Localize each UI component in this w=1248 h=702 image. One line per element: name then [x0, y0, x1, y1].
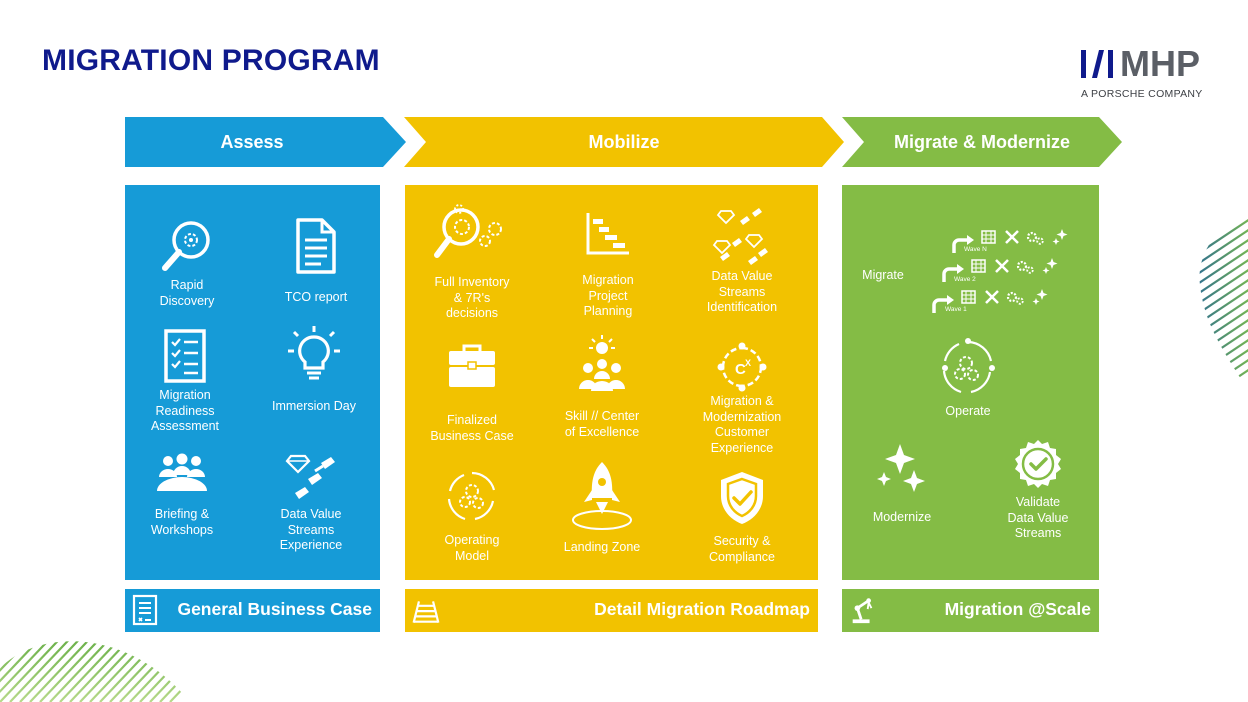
operate-label: Operate: [945, 404, 991, 418]
robot-arm-icon: [852, 598, 873, 624]
assess-item-data-value-streams-experience: Data Value Streams Experience: [246, 453, 376, 554]
svg-text:X: X: [745, 358, 751, 368]
migrate-modernize-panel: Migrate: [842, 185, 1099, 580]
migrate-label: Migrate: [862, 268, 904, 282]
validate-label: Validate Data Value Streams: [1007, 495, 1069, 540]
footer-label-detail-migration-roadmap: Detail Migration Roadmap: [594, 599, 810, 619]
wave-n-label: Wave N: [964, 246, 987, 253]
shield-check-icon: [721, 472, 763, 524]
rocket-icon: [572, 462, 632, 530]
assess-item-rapid-discovery: Rapid Discovery: [122, 218, 252, 309]
checklist-icon: [164, 329, 206, 383]
wave-2-label: Wave 2: [954, 276, 976, 283]
assess-label-data-value-streams-experience: Data Value Streams Experience: [279, 507, 343, 552]
logo-wordmark: MHP: [1120, 43, 1200, 84]
mobilize-label-landing-zone: Landing Zone: [563, 540, 641, 554]
phase-label-mobilize: Mobilize: [588, 132, 660, 152]
magnifier-gear-icon: [162, 221, 210, 271]
footer-label-general-business-case: General Business Case: [177, 599, 372, 619]
footer-detail-migration-roadmap: Detail Migration Roadmap: [405, 589, 818, 632]
assess-item-tco-report: TCO report: [251, 218, 381, 306]
mobilize-label-security-compliance: Security & Compliance: [708, 534, 775, 564]
mobilize-label-finalized-business-case: Finalized Business Case: [430, 413, 514, 443]
migrate-item-validate: Validate Data Value Streams: [973, 439, 1103, 542]
assess-panel: Rapid Discovery TCO report Migration Rea…: [125, 185, 380, 580]
mobilize-item-operating-model: Operating Model: [407, 469, 537, 564]
page-title: MIGRATION PROGRAM: [42, 44, 380, 77]
mobilize-label-customer-experience: Migration & Modernization Customer Exper…: [702, 394, 782, 455]
assess-label-tco-report: TCO report: [284, 290, 348, 304]
footer-migration-at-scale: Migration @Scale: [842, 589, 1099, 632]
mobilize-item-data-value-identification: Data Value Streams Identification: [677, 207, 807, 316]
document-icon: [296, 218, 336, 274]
mobilize-panel: Full Inventory & 7R's decisions Migratio…: [405, 185, 818, 580]
mobilize-label-center-of-excellence: Skill // Center of Excellence: [564, 409, 640, 439]
migration-waves-graphic: [932, 229, 1068, 313]
diamond-stream-icon: [285, 454, 335, 499]
diamond-streams-icon: [712, 208, 768, 265]
assess-label-briefing-workshops: Briefing & Workshops: [150, 507, 214, 537]
badge-check-icon: [1015, 440, 1061, 488]
mobilize-label-operating-model: Operating Model: [444, 533, 500, 563]
phase-label-assess: Assess: [220, 132, 284, 152]
migrate-item-label: Migrate: [842, 264, 924, 284]
mobilize-label-data-value-identification: Data Value Streams Identification: [706, 269, 778, 314]
mobilize-item-finalized-business-case: Finalized Business Case: [407, 343, 537, 444]
sparkles-icon: [877, 444, 925, 492]
wave-1-label: Wave 1: [945, 306, 967, 313]
assess-label-rapid-discovery: Rapid Discovery: [159, 278, 215, 308]
logo-tagline: A PORSCHE COMPANY: [1081, 88, 1203, 100]
phase-arrow-assess: Assess: [125, 117, 407, 167]
mobilize-item-landing-zone: Landing Zone: [537, 460, 667, 556]
footer-general-business-case: General Business Case: [125, 589, 380, 632]
assess-item-briefing-workshops: Briefing & Workshops: [117, 453, 247, 538]
modernize-label: Modernize: [872, 510, 932, 524]
document-list-icon: [132, 594, 158, 626]
svg-text:C: C: [735, 361, 746, 378]
lightbulb-icon: [288, 326, 340, 380]
gantt-icon: [586, 213, 629, 255]
group-icon: [157, 453, 207, 491]
migrate-item-operate: Operate: [903, 338, 1033, 420]
team-star-icon: [579, 335, 625, 391]
gears-cycle-icon: [447, 471, 496, 521]
rail-track-icon: [412, 601, 440, 623]
mobilize-item-full-inventory: Full Inventory & 7R's decisions: [407, 203, 537, 322]
phase-arrow-mobilize: Mobilize: [404, 117, 845, 167]
assess-item-immersion-day: Immersion Day: [249, 325, 379, 415]
phase-label-migrate-modernize: Migrate & Modernize: [893, 132, 1071, 152]
mhp-logo: MHP A PORSCHE COMPANY: [1080, 43, 1210, 106]
mobilize-item-center-of-excellence: Skill // Center of Excellence: [537, 333, 667, 440]
mobilize-label-full-inventory: Full Inventory & 7R's decisions: [434, 275, 510, 320]
mhp-logo-mark-icon: [1081, 50, 1113, 78]
briefcase-icon: [449, 344, 495, 387]
mobilize-label-project-planning: Migration Project Planning: [582, 273, 634, 318]
footer-label-migration-at-scale: Migration @Scale: [944, 599, 1091, 619]
assess-item-migration-readiness: Migration Readiness Assessment: [120, 328, 250, 435]
phase-arrow-migrate-modernize: Migrate & Modernize: [842, 117, 1123, 167]
gears-cycle-icon: [942, 338, 995, 394]
decorative-stripes-bottom-left: [0, 641, 190, 702]
cx-cycle-icon: C X: [717, 342, 767, 392]
magnifier-gears-icon: [434, 204, 502, 258]
migrate-item-modernize: Modernize: [837, 442, 967, 526]
assess-label-immersion-day: Immersion Day: [271, 399, 357, 413]
assess-label-migration-readiness: Migration Readiness Assessment: [150, 388, 220, 433]
mobilize-item-security-compliance: Security & Compliance: [677, 470, 807, 565]
mobilize-item-project-planning: Migration Project Planning: [543, 211, 673, 320]
mobilize-item-customer-experience: C X Migration & Modernization Customer E…: [677, 342, 807, 456]
decorative-stripes-right: [1199, 215, 1248, 390]
